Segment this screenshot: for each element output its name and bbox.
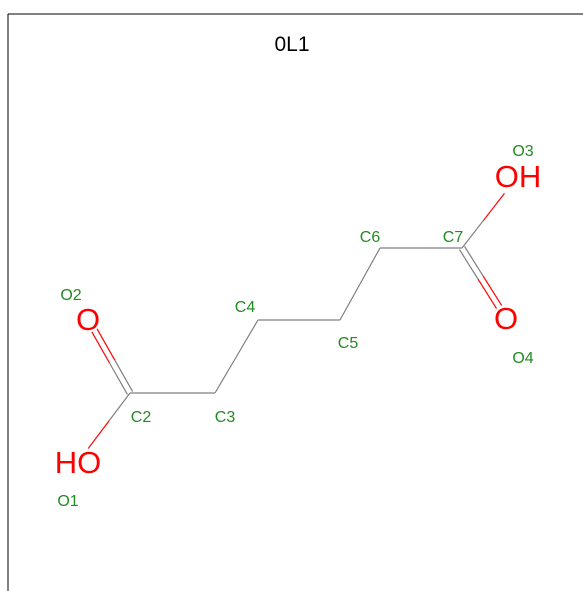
bond-C3-C4-seg1a — [214, 356, 238, 394]
atom-label-o1: O1 — [57, 493, 78, 510]
bond-C7-O4-seg2b — [482, 275, 503, 306]
bond-C7-O3-seg1b — [482, 192, 505, 222]
bond-C7-O4-seg1a — [458, 249, 479, 280]
bond-C2-O2-seg1a — [114, 359, 134, 392]
bond-O1-C2-seg1a — [87, 420, 110, 449]
bond-C5-C6-seg1b — [359, 247, 381, 285]
atom-label-c5: C5 — [338, 335, 359, 352]
molecule-title: 0L1 — [274, 33, 309, 56]
bond-C5-C6-seg1a — [339, 283, 361, 321]
atom-label-c7: C7 — [443, 229, 464, 246]
atom-label-c3: C3 — [215, 409, 236, 426]
bond-C3-C4-seg1b — [235, 319, 259, 357]
atom-label-c4: C4 — [235, 299, 256, 316]
bond-C7-O4-seg2a — [464, 246, 484, 277]
atom-symbol-o4: O — [494, 301, 518, 336]
bond-C7-O3-seg1a — [461, 220, 484, 249]
atom-label-c2: C2 — [131, 409, 152, 426]
atom-label-o3: O3 — [512, 143, 533, 160]
atom-symbol-o1: HO — [55, 445, 102, 480]
bond-O1-C2-seg1b — [108, 392, 131, 422]
atom-symbol-o2: O — [76, 302, 100, 337]
bond-C2-O2-seg2a — [109, 362, 128, 395]
bond-C2-O2-seg2b — [91, 331, 111, 364]
atom-symbol-o3: OH — [495, 159, 542, 194]
atom-label-c6: C6 — [360, 229, 381, 246]
atom-label-o4: O4 — [512, 350, 533, 367]
bonds-layer — [87, 192, 505, 449]
bond-C7-O4-seg1b — [477, 278, 498, 309]
bond-C2-O2-seg1b — [96, 328, 116, 361]
atom-label-o2: O2 — [60, 287, 81, 304]
